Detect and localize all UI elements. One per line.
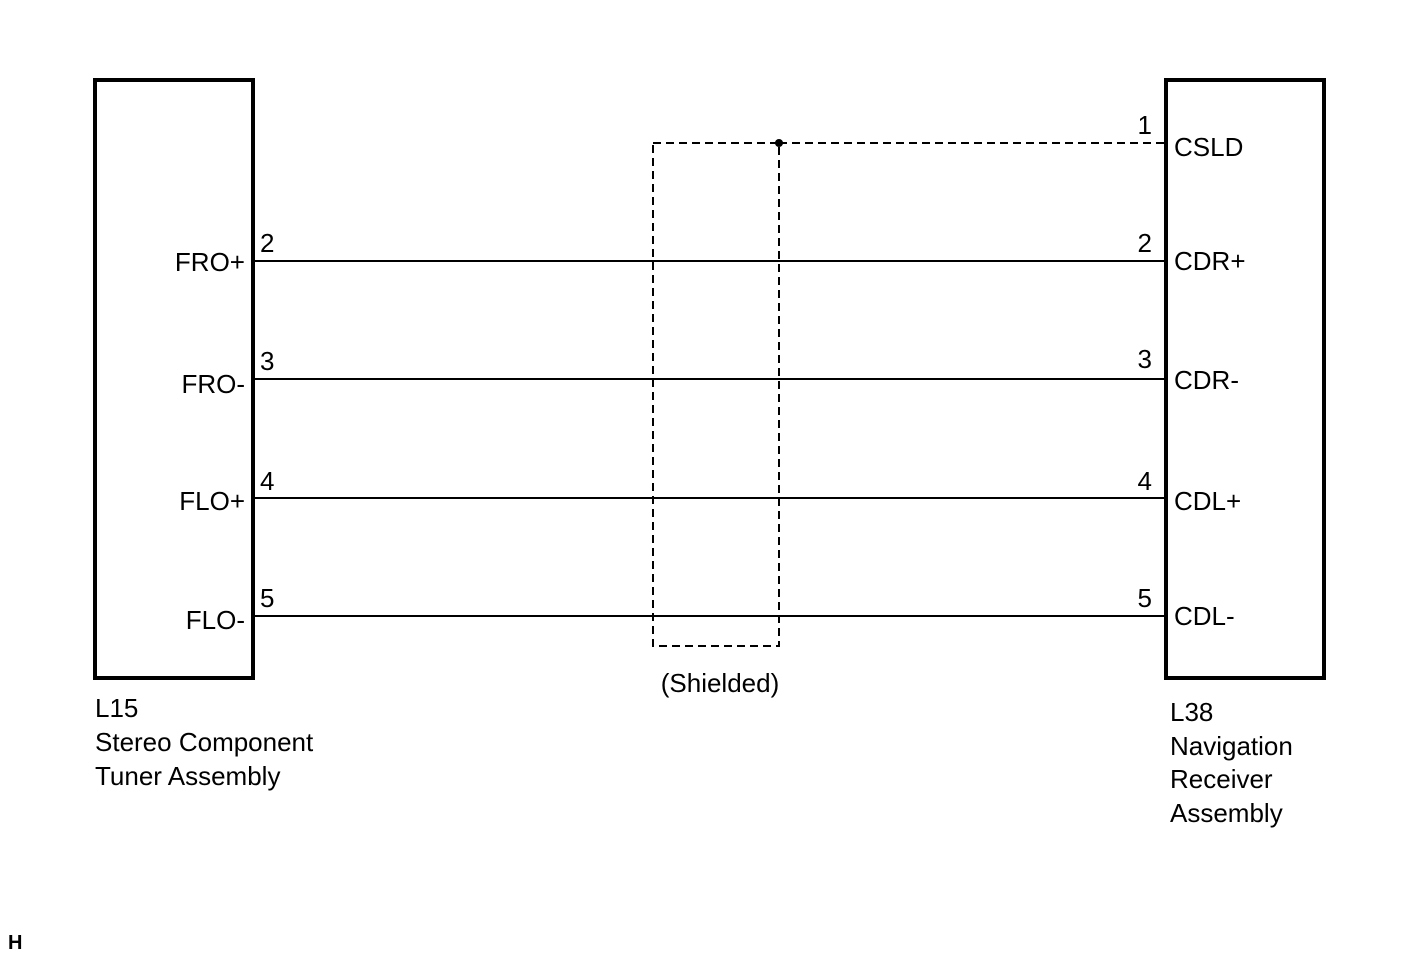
left-pin-num: 4: [260, 466, 274, 496]
right-pin-num: 5: [1138, 583, 1152, 613]
shield-caption: (Shielded): [661, 668, 780, 698]
right-pin-label: CDL+: [1174, 486, 1241, 516]
left-pin-label: FLO+: [179, 486, 245, 516]
right-pin-label: CDR-: [1174, 365, 1239, 395]
left-component-name-line: Tuner Assembly: [95, 761, 280, 791]
left-pin-num: 5: [260, 583, 274, 613]
right-pin-label: CDL-: [1174, 601, 1235, 631]
right-pin-num: 3: [1138, 344, 1152, 374]
right-component-name-line: Navigation: [1170, 731, 1293, 761]
shield-junction-dot: [775, 139, 783, 147]
left-component-name-line: Stereo Component: [95, 727, 314, 757]
right-pin-num: 2: [1138, 228, 1152, 258]
left-component-code: L15: [95, 693, 138, 723]
left-pin-label: FRO+: [175, 247, 245, 277]
right-component-name-line: Receiver: [1170, 764, 1273, 794]
right-pin-num: 1: [1138, 110, 1152, 140]
right-pin-label: CDR+: [1174, 246, 1246, 276]
left-connector-box: [93, 78, 255, 680]
right-pin-num: 4: [1138, 466, 1152, 496]
left-pin-label: FRO-: [181, 369, 245, 399]
right-pin-label: CSLD: [1174, 132, 1243, 162]
left-pin-label: FLO-: [186, 605, 245, 635]
shield-outline: [652, 142, 780, 647]
left-pin-num: 3: [260, 346, 274, 376]
corner-mark: H: [8, 932, 22, 954]
right-connector-box: [1164, 78, 1326, 680]
right-component-code: L38: [1170, 697, 1213, 727]
left-pin-num: 2: [260, 228, 274, 258]
right-component-name-line: Assembly: [1170, 798, 1283, 828]
